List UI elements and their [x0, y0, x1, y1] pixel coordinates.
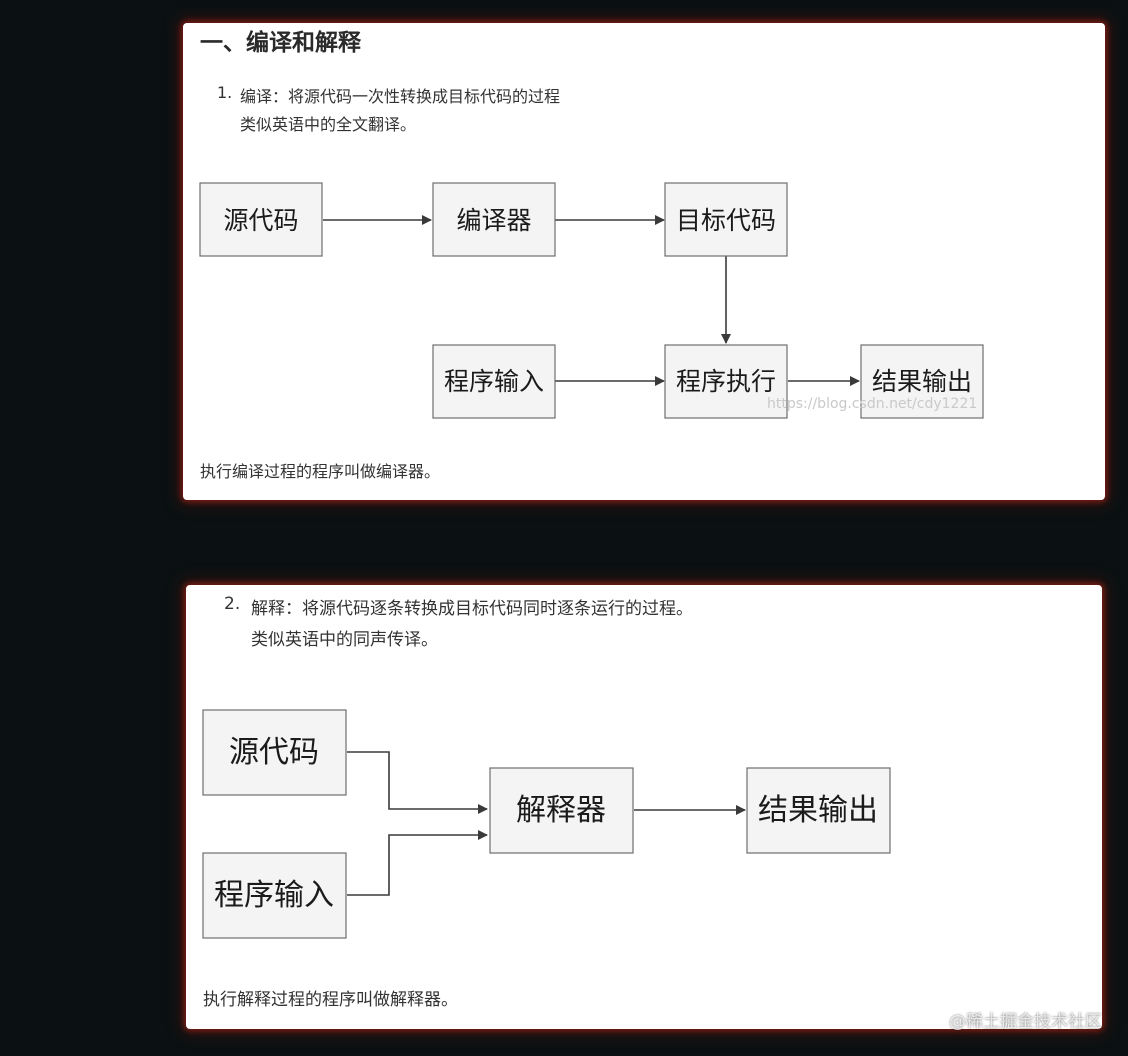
node-label: 目标代码 [676, 206, 776, 235]
list-number: 2. [224, 594, 241, 614]
node-label: 编译器 [456, 206, 531, 235]
compile-card: 一、编译和解释 1. 编译：将源代码一次性转换成目标代码的过程 类似英语中的全文… [183, 23, 1105, 500]
node-interpreter: 解释器 [489, 767, 634, 854]
node-program-input: 程序输入 [202, 852, 347, 939]
compile-definition: 编译：将源代码一次性转换成目标代码的过程 [240, 87, 561, 106]
node-label: 结果输出 [758, 793, 878, 828]
compile-flow-diagram: 源代码 编译器 目标代码 程序输入 程序执行 结果输出 https://blog… [199, 182, 984, 419]
node-source-code: 源代码 [202, 709, 347, 796]
interpret-flow-diagram: 源代码 程序输入 解释器 结果输出 [202, 709, 891, 939]
blog-watermark: https://blog.csdn.net/cdy1221 [767, 396, 977, 412]
interpret-analogy: 类似英语中的同声传译。 [251, 630, 438, 650]
interpret-definition: 解释：将源代码逐条转换成目标代码同时逐条运行的过程。 [251, 599, 693, 619]
node-program-input: 程序输入 [432, 344, 556, 419]
edge-source-to-interpreter [347, 751, 488, 814]
node-label: 程序执行 [676, 367, 776, 396]
node-result-output: 结果输出 [860, 344, 984, 419]
list-number: 1. [217, 83, 233, 102]
node-label: 程序输入 [444, 367, 544, 396]
node-label: 源代码 [223, 206, 298, 235]
node-label: 程序输入 [214, 878, 334, 913]
compile-analogy: 类似英语中的全文翻译。 [240, 115, 417, 134]
compile-footer: 执行编译过程的程序叫做编译器。 [200, 462, 441, 481]
section-heading: 一、编译和解释 [200, 30, 361, 56]
node-label: 解释器 [516, 793, 606, 828]
node-compiler: 编译器 [432, 182, 556, 257]
interpret-footer: 执行解释过程的程序叫做解释器。 [203, 990, 458, 1010]
node-source-code: 源代码 [199, 182, 323, 257]
node-target-code: 目标代码 [664, 182, 788, 257]
node-label: 源代码 [229, 735, 319, 770]
node-program-exec: 程序执行 [664, 344, 788, 419]
interpret-card: 2. 解释：将源代码逐条转换成目标代码同时逐条运行的过程。 类似英语中的同声传译… [186, 585, 1102, 1029]
node-result-output: 结果输出 [746, 767, 891, 854]
site-watermark: @稀土掘金技术社区 [949, 1012, 1102, 1032]
edge-input-to-interpreter [347, 830, 488, 896]
node-label: 结果输出 [872, 367, 972, 396]
